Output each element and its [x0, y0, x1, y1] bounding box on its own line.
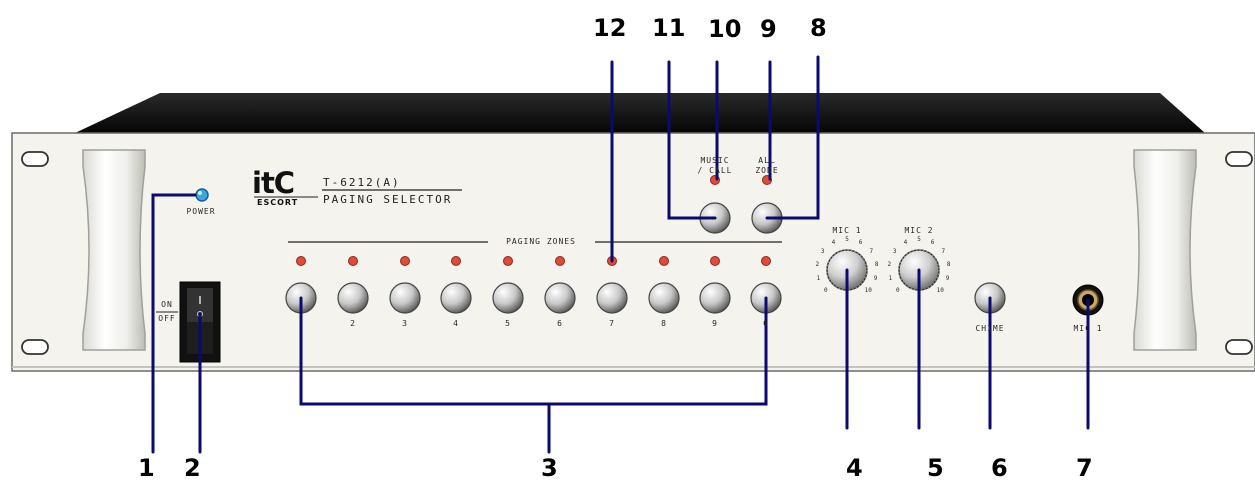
- zone-button-4[interactable]: [440, 282, 472, 314]
- leader-line-8: [765, 55, 820, 220]
- zone-button-7[interactable]: [596, 282, 628, 314]
- chime-label: CHIME: [975, 324, 1005, 333]
- zone-led-6: [555, 256, 565, 266]
- leader-line-3: [299, 296, 768, 454]
- power-led: [195, 188, 209, 202]
- callout-9: 9: [760, 15, 777, 43]
- knob-scale-label: 4: [903, 239, 908, 247]
- callout-12: 12: [593, 14, 627, 42]
- paging-zones-label: PAGING ZONES: [506, 237, 576, 246]
- callout-7: 7: [1076, 454, 1093, 482]
- callout-4: 4: [846, 454, 863, 482]
- zone-led-2: [348, 256, 358, 266]
- leader-line-11: [667, 60, 717, 220]
- brand-sub: ESCORT: [257, 198, 299, 207]
- callout-11: 11: [652, 14, 686, 42]
- zone-led-5: [503, 256, 513, 266]
- knob-scale-label: 10: [936, 287, 944, 295]
- mic2-knob-label: MIC 2: [904, 226, 934, 235]
- rack-hole-top-right: [1225, 151, 1253, 167]
- rack-hole-bottom-left: [21, 339, 49, 355]
- zone-number-label: 7: [609, 319, 615, 328]
- leader-line-1: [151, 193, 197, 454]
- callout-10: 10: [708, 15, 742, 43]
- zone-number-label: 9: [712, 319, 718, 328]
- device-name: PAGING SELECTOR: [323, 193, 453, 206]
- rack-handle-right[interactable]: [1133, 149, 1197, 351]
- knob-scale-label: 10: [864, 287, 872, 295]
- zone-number-label: 3: [402, 319, 408, 328]
- callout-3: 3: [541, 454, 558, 482]
- callout-1: 1: [138, 454, 155, 482]
- rack-hole-top-left: [21, 151, 49, 167]
- zone-led-3: [400, 256, 410, 266]
- zone-led-4: [451, 256, 461, 266]
- music-call-label-2: / CALL: [697, 166, 733, 175]
- zone-number-label: 6: [557, 319, 563, 328]
- zone-number-label: 8: [661, 319, 667, 328]
- callout-5: 5: [927, 454, 944, 482]
- music-call-label-1: MUSIC: [700, 156, 730, 165]
- zone-button-8[interactable]: [648, 282, 680, 314]
- zone-led-8: [659, 256, 669, 266]
- switch-on-label: ON: [161, 300, 173, 309]
- zone-button-6[interactable]: [544, 282, 576, 314]
- knob-scale-label: 6: [930, 239, 935, 247]
- knob-scale-label: 0: [823, 287, 828, 295]
- knob-scale-label: 3: [892, 248, 897, 256]
- knob-scale-label: 1: [888, 275, 893, 283]
- device-model: T-6212(A): [323, 176, 401, 189]
- zone-button-5[interactable]: [492, 282, 524, 314]
- zone-number-label: 0: [763, 319, 769, 328]
- zone-number-label: 5: [505, 319, 511, 328]
- zone-button-9[interactable]: [699, 282, 731, 314]
- knob-scale-label: 8: [946, 261, 951, 269]
- callout-8: 8: [810, 14, 827, 42]
- all-zone-label-2: ZONE: [755, 166, 779, 175]
- all-zone-label-1: ALL: [758, 156, 776, 165]
- knob-scale-label: 8: [874, 261, 879, 269]
- rack-hole-bottom-right: [1225, 339, 1253, 355]
- power-label: POWER: [186, 207, 216, 216]
- zone-button-2[interactable]: [337, 282, 369, 314]
- callout-6: 6: [991, 454, 1008, 482]
- knob-scale-label: 0: [895, 287, 900, 295]
- callout-2: 2: [184, 454, 201, 482]
- knob-scale-label: 6: [858, 239, 863, 247]
- knob-scale-label: 2: [887, 261, 892, 269]
- knob-scale-label: 7: [941, 248, 946, 256]
- knob-scale-label: 3: [820, 248, 825, 256]
- switch-off-label: OFF: [158, 314, 176, 323]
- chassis-top: [75, 93, 1205, 133]
- zone-led-9: [710, 256, 720, 266]
- zone-number-label: 2: [350, 319, 356, 328]
- rack-handle-left[interactable]: [82, 149, 146, 351]
- knob-scale-label: 9: [945, 275, 950, 283]
- knob-scale-label: 2: [815, 261, 820, 269]
- zone-led-1: [296, 256, 306, 266]
- zone-led-10: [761, 256, 771, 266]
- knob-scale-label: 7: [869, 248, 874, 256]
- brand-logo: itC: [252, 166, 295, 200]
- knob-scale-label: 9: [873, 275, 878, 283]
- zone-number-label: 4: [453, 319, 459, 328]
- knob-scale-label: 1: [816, 275, 821, 283]
- knob-scale-label: 5: [845, 236, 849, 243]
- knob-scale-label: 4: [831, 239, 836, 247]
- zone-button-3[interactable]: [389, 282, 421, 314]
- knob-scale-label: 5: [917, 236, 921, 243]
- mic-jack-label: MIC 1: [1073, 324, 1103, 333]
- mic1-knob-label: MIC 1: [832, 226, 862, 235]
- logo-divider: [254, 189, 462, 198]
